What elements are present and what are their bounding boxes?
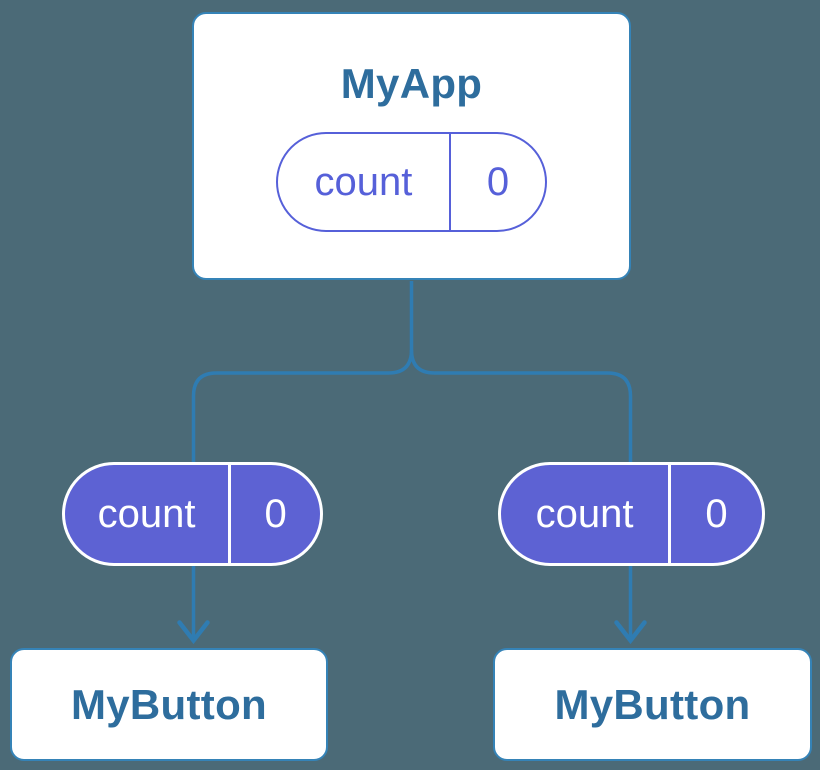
root-state-pill: count 0	[276, 132, 547, 232]
child-component-title: MyButton	[70, 680, 267, 728]
arrow-down-icon-right	[614, 620, 647, 645]
prop-value-label: 0	[668, 465, 762, 563]
right-child-component-node: MyButton	[493, 648, 812, 761]
child-component-title: MyButton	[554, 680, 751, 728]
state-value-label: 0	[448, 134, 545, 230]
prop-name-label: count	[535, 491, 634, 536]
root-component-title: MyApp	[340, 60, 483, 107]
right-prop-pill: count 0	[498, 462, 765, 566]
prop-value-label: 0	[228, 465, 320, 563]
prop-name-label: count	[97, 491, 196, 536]
left-child-component-node: MyButton	[10, 648, 328, 761]
left-prop-pill: count 0	[62, 462, 323, 566]
connector-right-branch	[409, 349, 633, 640]
state-name-label: count	[314, 159, 413, 204]
connector-left-branch	[191, 281, 414, 640]
arrow-down-icon-left	[177, 620, 210, 645]
root-component-node: MyApp count 0	[192, 12, 631, 280]
